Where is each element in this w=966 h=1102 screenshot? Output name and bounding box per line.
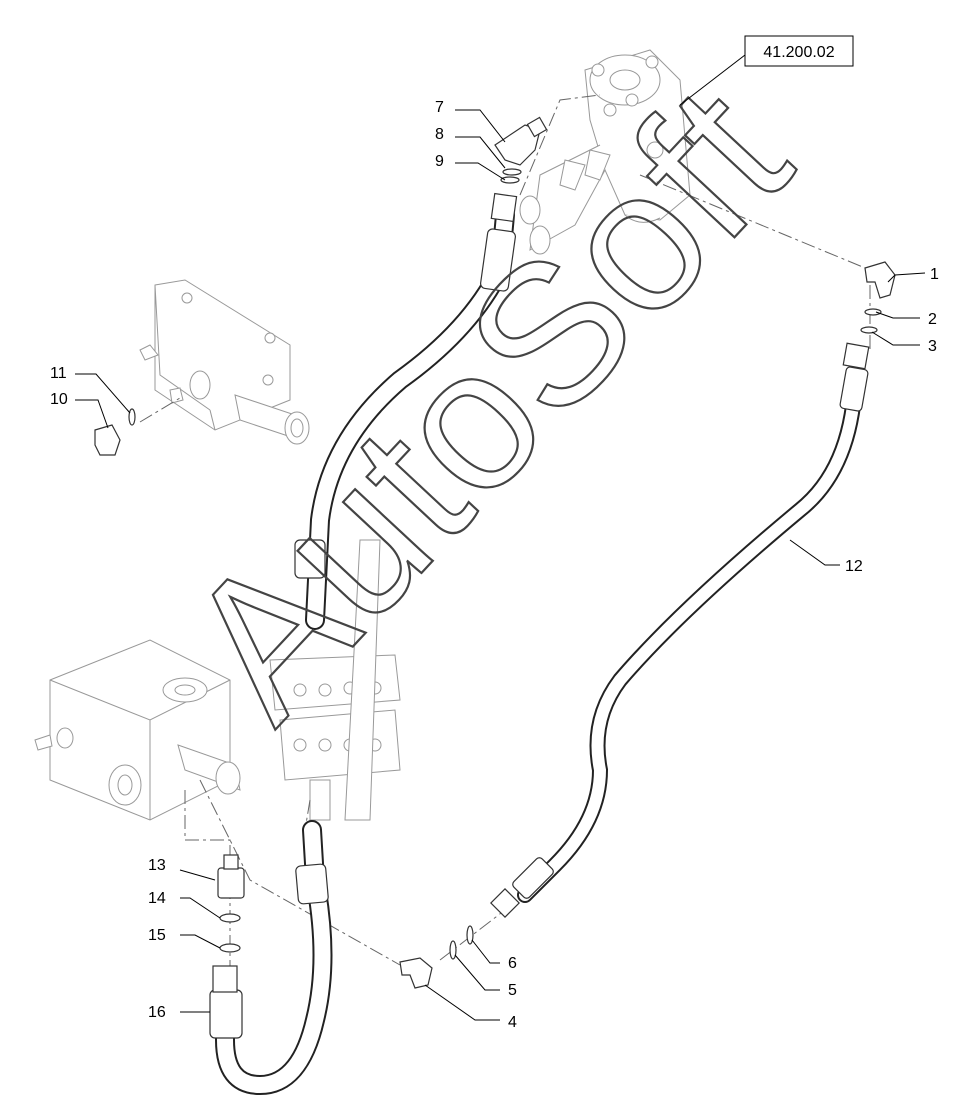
callout-2: 2 [928,311,937,328]
callout-1: 1 [930,266,939,283]
callout-14: 14 [148,890,166,907]
steering-unit [519,49,691,255]
reference-label: 41.200.02 [763,44,834,61]
valve-block [34,639,241,821]
callout-6: 6 [508,955,517,972]
callout-13: 13 [148,857,166,874]
fittings [94,116,896,989]
hose-16 [209,192,518,1096]
callout-12: 12 [845,558,863,575]
callout-3: 3 [928,338,937,355]
callout-10: 10 [50,391,68,408]
reference-box: 41.200.02 [679,35,854,106]
callout-4: 4 [508,1014,517,1031]
bracket-assembly [139,279,310,445]
hose-12 [490,342,870,918]
callout-7: 7 [435,99,444,116]
callout-15: 15 [148,927,166,944]
callout-9: 9 [435,153,444,170]
callout-8: 8 [435,126,444,143]
leader-lines [75,109,926,1021]
callout-5: 5 [508,982,517,999]
manifold-cluster [269,539,401,821]
callout-labels: 1 2 3 4 5 6 7 8 9 10 11 12 13 14 15 16 [50,99,939,1031]
callout-16: 16 [148,1004,166,1021]
callout-11: 11 [50,365,67,382]
